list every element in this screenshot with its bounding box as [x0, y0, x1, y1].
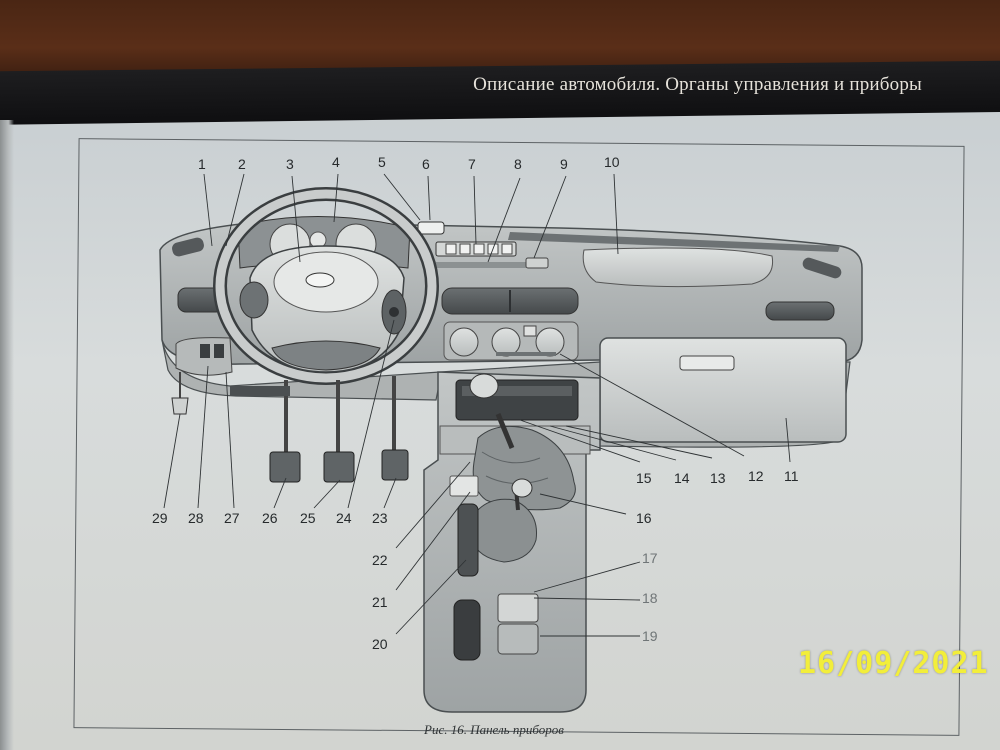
callout-14: 14: [674, 470, 690, 486]
page-header-title: Описание автомобиля. Органы управления и…: [473, 74, 922, 95]
callout-19: 19: [642, 628, 658, 644]
callout-5: 5: [378, 154, 386, 170]
glove-box-icon: [599, 337, 847, 443]
callout-28: 28: [188, 510, 204, 526]
callout-1: 1: [198, 156, 206, 172]
callout-9: 9: [560, 156, 568, 172]
callout-17: 17: [642, 550, 658, 566]
callout-18: 18: [642, 590, 658, 606]
glove-box-handle-icon: [679, 355, 735, 371]
console-rear-switch-icon: [497, 593, 539, 623]
callout-13: 13: [710, 470, 726, 486]
callout-25: 25: [300, 510, 316, 526]
callout-15: 15: [636, 470, 652, 486]
callout-11: 11: [784, 468, 799, 484]
side-vent-left-icon: [172, 237, 204, 257]
heater-controls-icon: [443, 321, 579, 361]
callout-23: 23: [372, 510, 388, 526]
callout-2: 2: [238, 156, 246, 172]
gear-knob-icon: [469, 373, 499, 399]
callout-26: 26: [262, 510, 278, 526]
date-stamp: 16/09/2021: [798, 646, 989, 681]
callout-12: 12: [748, 468, 764, 484]
gear-boot-icon: [472, 425, 576, 511]
console-switch-icon: [449, 475, 479, 497]
transfer-boot-icon: [471, 498, 538, 563]
hood-release-icon: [171, 397, 189, 415]
handbrake-slot-icon: [453, 599, 481, 661]
handbrake-icon: [457, 503, 479, 577]
callout-29: 29: [152, 510, 168, 526]
vent-right-icon: [765, 301, 835, 321]
callout-4: 4: [332, 154, 340, 170]
defroster-strip: [508, 232, 840, 252]
stalk-left-icon: [239, 281, 269, 319]
steering-wheel-icon: [213, 187, 439, 385]
figure-caption: Рис. 16. Панель приборов: [424, 722, 564, 737]
side-vent-right-icon: [802, 257, 842, 279]
callout-8: 8: [514, 156, 522, 172]
callout-10: 10: [604, 154, 620, 170]
callout-22: 22: [372, 552, 388, 568]
dash-tray-icon: [582, 247, 774, 288]
page-edge: [0, 120, 14, 750]
callout-20: 20: [372, 636, 388, 652]
switch-block-icon: [417, 221, 549, 269]
leader-lines: [163, 173, 791, 637]
callout-3: 3: [286, 156, 294, 172]
callout-27: 27: [224, 510, 240, 526]
callout-6: 6: [422, 156, 430, 172]
callout-21: 21: [372, 594, 388, 610]
callout-24: 24: [336, 510, 352, 526]
ashtray-icon: [497, 623, 539, 655]
callout-7: 7: [468, 156, 476, 172]
transfer-knob-icon: [511, 478, 533, 498]
callout-16: 16: [636, 510, 652, 526]
